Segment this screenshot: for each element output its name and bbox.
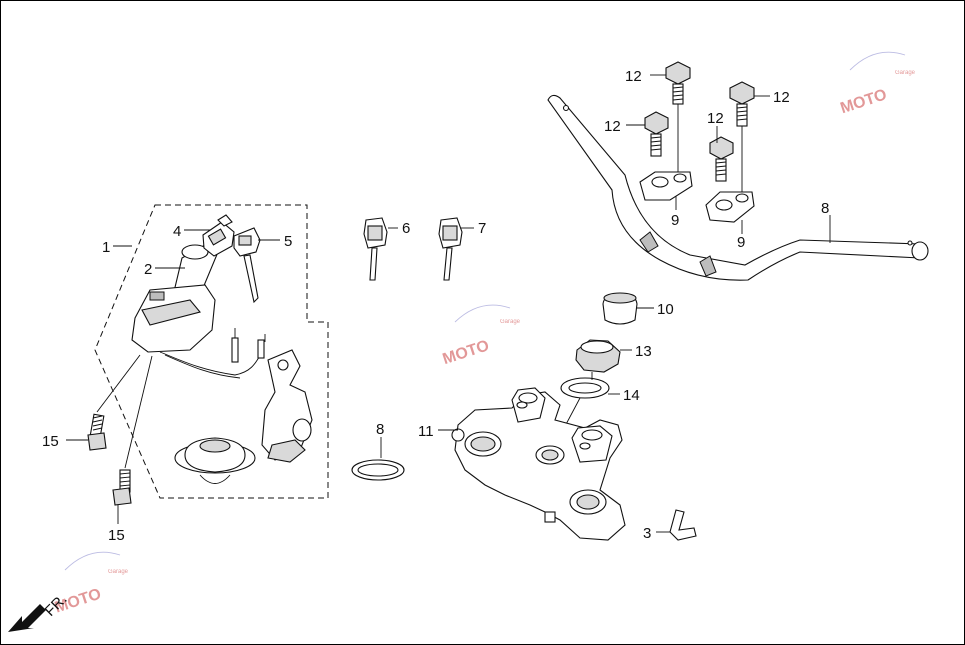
- callout-10: 10: [657, 301, 674, 318]
- callout-12-b: 12: [604, 118, 621, 135]
- callout-1: 1: [102, 239, 110, 256]
- callout-3: 3: [643, 525, 651, 542]
- clip-3: [669, 509, 697, 541]
- svg-text:Garage: Garage: [500, 319, 521, 325]
- callout-9-right: 9: [737, 234, 745, 251]
- key-6: [363, 217, 388, 281]
- handlebar: [547, 94, 929, 281]
- nut-13: [575, 339, 621, 373]
- watermark-top-right: MOTO Garage: [838, 51, 916, 117]
- o-ring-8: [351, 459, 405, 481]
- bolt-12-a: [665, 61, 691, 105]
- leader-lines: [66, 74, 831, 533]
- callout-8-ring: 8: [376, 421, 384, 438]
- callout-11: 11: [418, 423, 434, 440]
- svg-text:MOTO: MOTO: [441, 337, 492, 368]
- callout-9-left: 9: [671, 212, 679, 229]
- screw-15-upper: [87, 413, 107, 451]
- callout-12-c: 12: [773, 89, 790, 106]
- callout-12-a: 12: [625, 68, 642, 85]
- callout-14: 14: [623, 387, 640, 404]
- callout-7: 7: [478, 220, 486, 237]
- bolt-12-c: [729, 81, 755, 127]
- svg-text:MOTO: MOTO: [838, 86, 889, 117]
- svg-text:Garage: Garage: [108, 569, 129, 575]
- seat-lock-bracket: [261, 349, 313, 463]
- callout-12-d: 12: [707, 110, 724, 127]
- washer-14: [560, 377, 610, 399]
- bolt-12-d: [709, 136, 734, 182]
- callout-15-b: 15: [108, 527, 125, 544]
- callout-2: 2: [144, 261, 152, 278]
- grommet: [174, 437, 256, 484]
- key-7: [438, 217, 463, 281]
- handlebar-holder-9-right: [705, 191, 755, 223]
- callout-8-handlebar: 8: [821, 200, 829, 217]
- callout-15-a: 15: [42, 433, 59, 450]
- screw-15-lower: [112, 469, 132, 506]
- top-bridge: [451, 387, 626, 541]
- key-5: [233, 227, 261, 304]
- ignition-switch: [131, 244, 266, 379]
- callouts: 1 2 3 4 5 6 7 8 8 9 9 10 11 12 12 12 12 …: [42, 68, 829, 544]
- callout-4: 4: [173, 223, 181, 240]
- bolt-12-b: [644, 111, 669, 157]
- watermark-center: MOTO Garage: [441, 304, 521, 368]
- svg-text:Garage: Garage: [895, 70, 916, 76]
- assembly-boundary: [94, 204, 329, 499]
- callout-5: 5: [284, 233, 292, 250]
- cap-10: [602, 292, 638, 325]
- front-direction-arrow: FR.: [8, 591, 71, 632]
- callout-6: 6: [402, 220, 410, 237]
- callout-13: 13: [635, 343, 652, 360]
- key-4: [202, 214, 235, 257]
- handlebar-holder-9-left: [639, 171, 693, 201]
